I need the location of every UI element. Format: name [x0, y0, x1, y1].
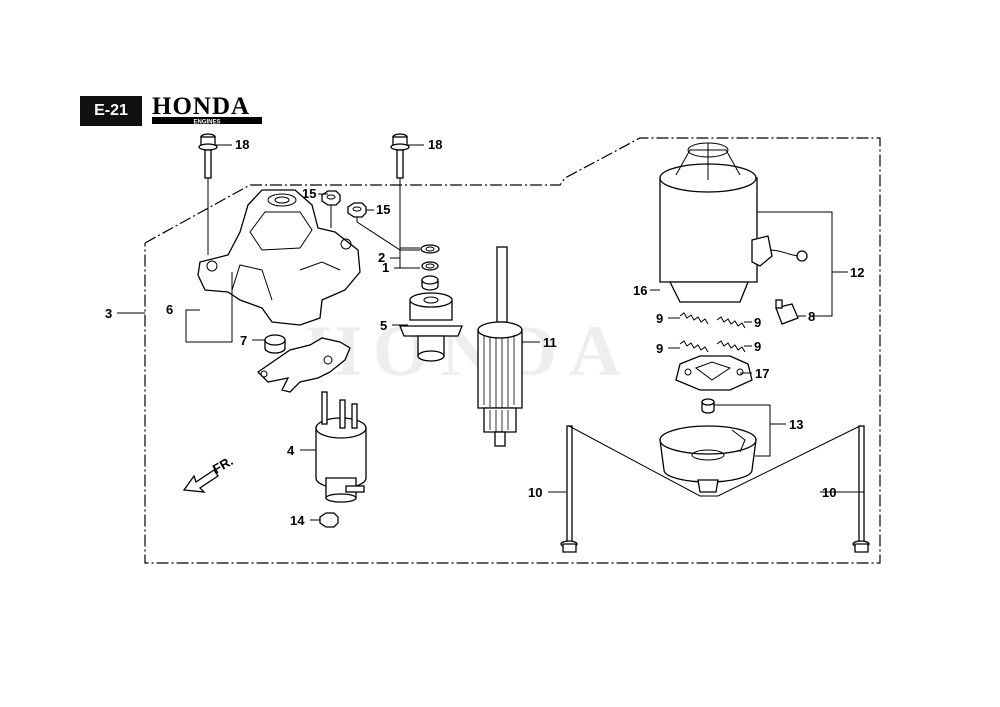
armature [477, 246, 523, 447]
nut-15-left [321, 190, 341, 206]
front-bracket [197, 189, 361, 326]
cap-part [264, 334, 286, 354]
callout-10-left: 10 [528, 485, 542, 500]
callout-4: 4 [287, 443, 295, 458]
brush-holder [675, 355, 753, 391]
callout-8: 8 [808, 309, 815, 324]
brand-name: HONDA [152, 93, 250, 120]
callout-18-left: 18 [235, 137, 249, 152]
callout-1: 1 [382, 260, 389, 275]
callout-15-left: 15 [302, 186, 316, 201]
callout-14: 14 [290, 513, 305, 528]
callout-7: 7 [240, 333, 247, 348]
callout-9-a: 9 [656, 311, 663, 326]
section-code-badge: E-21 [80, 96, 142, 126]
through-bolt-right [852, 425, 870, 553]
callout-16: 16 [633, 283, 647, 298]
watermark-text: HONDA [305, 311, 633, 391]
bolt-right [390, 133, 410, 179]
callout-9-d: 9 [754, 339, 761, 354]
through-bolt-left [560, 425, 578, 553]
callout-11: 11 [543, 335, 557, 350]
brand-sub: ENGINES [193, 120, 220, 126]
solenoid [315, 391, 367, 503]
callout-15-right: 15 [376, 202, 390, 217]
honda-logo: HONDA ENGINES [152, 93, 262, 126]
spring-set [679, 312, 746, 353]
yoke-assembly [659, 142, 808, 303]
callout-13: 13 [789, 417, 803, 432]
front-direction-arrow: FR. [182, 453, 236, 493]
nut-15-right [347, 202, 367, 218]
callout-labels: 18 18 15 15 2 1 3 6 7 5 11 4 14 10 10 16… [105, 137, 864, 528]
brush-part [775, 299, 799, 325]
shift-lever [256, 337, 351, 393]
callout-9-c: 9 [656, 341, 663, 356]
callout-3: 3 [105, 306, 112, 321]
callout-12: 12 [850, 265, 864, 280]
bolt-left [198, 133, 218, 255]
pinion-gear [399, 292, 463, 362]
leader-lines [117, 144, 864, 521]
nut-14 [319, 512, 339, 528]
callout-18-right: 18 [428, 137, 442, 152]
callout-10-right: 10 [822, 485, 836, 500]
callout-2: 2 [378, 250, 385, 265]
assembly-boundary [144, 137, 881, 564]
callout-9-b: 9 [754, 315, 761, 330]
washer-set [420, 244, 440, 291]
callout-6: 6 [166, 302, 173, 317]
rear-cover [659, 398, 757, 493]
callout-17: 17 [755, 366, 769, 381]
callout-5: 5 [380, 318, 387, 333]
